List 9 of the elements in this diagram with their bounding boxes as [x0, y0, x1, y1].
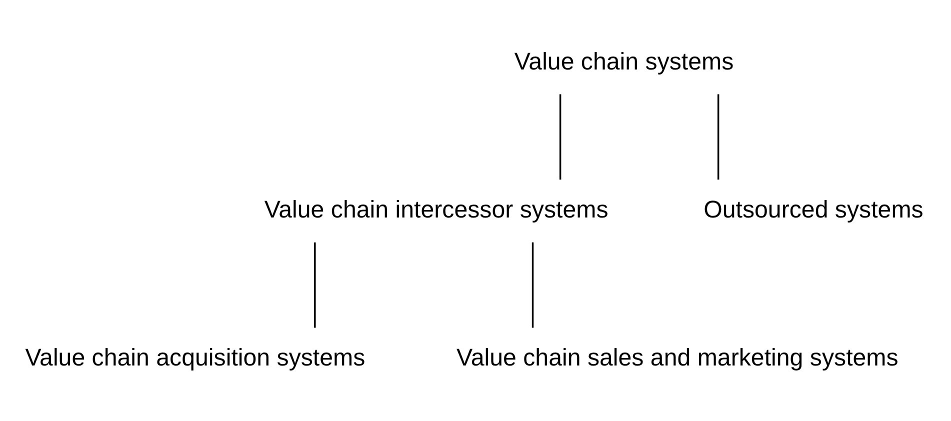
node-text: Value chain intercessor systems — [264, 196, 608, 223]
node-text: Value chain systems — [514, 48, 734, 75]
connector — [559, 94, 562, 180]
connector — [532, 242, 534, 328]
node-text: Value chain acquisition systems — [25, 344, 366, 371]
connector — [314, 242, 316, 328]
connector — [717, 94, 720, 180]
node-text: Outsourced systems — [704, 196, 924, 223]
node-text: Value chain sales and marketing systems — [456, 344, 898, 371]
